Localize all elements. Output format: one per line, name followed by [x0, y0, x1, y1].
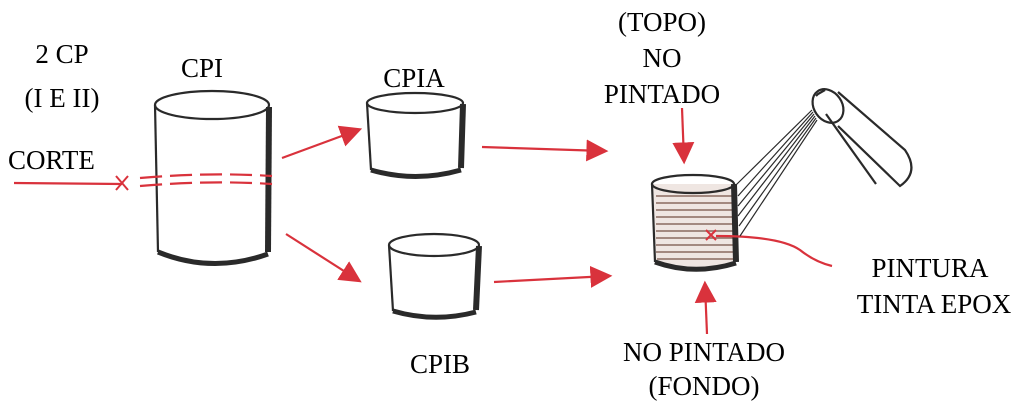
label-no-pintado-bottom: NO PINTADO	[622, 337, 786, 367]
arrow-cpia-to-specimen	[481, 139, 609, 162]
label-fondo: (FONDO)	[648, 371, 760, 401]
label-cpia: CPIA	[383, 63, 445, 93]
arrow-cpi-to-cpib	[285, 233, 362, 283]
arrow-bottom-unpainted	[694, 280, 717, 335]
label-pintado-top: PINTADO	[603, 79, 721, 109]
spray-can	[811, 88, 913, 188]
arrow-cpi-to-cpia	[281, 125, 363, 160]
label-topo: (TOPO)	[617, 7, 707, 37]
corte-arrow	[13, 175, 129, 191]
label-pintura: PINTURA	[871, 253, 989, 283]
label-corte: CORTE	[8, 145, 95, 175]
label-tinta-epox: TINTA EPOX	[856, 289, 1012, 319]
cylinder-cpia	[365, 91, 466, 179]
arrow-top-unpainted	[672, 107, 695, 165]
cylinder-cpi	[153, 89, 272, 267]
label-no-top: NO	[642, 43, 682, 73]
arrow-cpib-to-specimen	[493, 265, 613, 288]
label-cpib: CPIB	[409, 349, 471, 379]
cylinder-cpib	[387, 232, 482, 320]
label-cpi: CPI	[180, 53, 224, 83]
label-cp-ids: (I E II)	[24, 83, 100, 113]
label-cp-count: 2 CP	[35, 39, 89, 69]
cut-line	[139, 173, 273, 188]
paint-pointer	[705, 229, 833, 268]
spray-lines	[735, 109, 818, 237]
painted-specimen	[650, 173, 739, 272]
